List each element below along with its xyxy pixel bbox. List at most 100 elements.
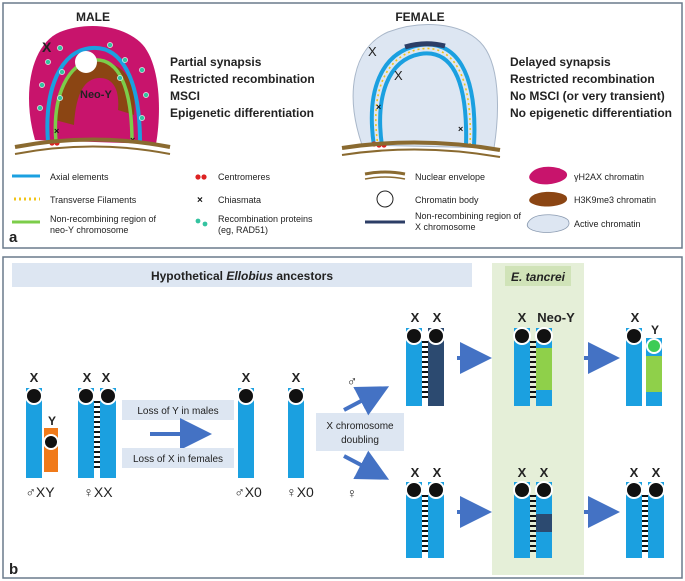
svg-text:×: × [376,102,381,112]
male-nucleus: × × X Neo-Y [14,26,171,155]
male-features: Partial synapsis Restricted recombinatio… [170,55,315,120]
neo-y-label: Neo-Y [537,310,575,325]
chromosome [78,388,94,478]
chrom-x-label: X [411,465,420,480]
h3k9me3-region [55,62,135,125]
legend: Axial elements Transverse Filaments Non-… [12,166,656,235]
chromosome [288,388,304,478]
ancestors-header-box [12,263,472,287]
centromere [625,327,643,345]
chromosome-segment [536,514,552,532]
legend-h3k9me3-label: H3K9me3 chromatin [574,195,656,205]
legend-active-label: Active chromatin [574,219,641,229]
chrom-x-label: X [433,465,442,480]
centromere [99,387,117,405]
chromosome [238,388,254,478]
doubling-label: X chromosome [326,421,394,432]
legend-nonrec-x-label: X chromosome [415,222,476,232]
centromere [646,338,662,354]
karyotype-male-x0: ♂X0 [234,484,262,500]
legend-h3k9me3-swatch [529,191,568,207]
loss-x-box [122,448,234,468]
legend-gh2ax-swatch [529,166,568,185]
loss-x-label: Loss of X in females [133,454,223,465]
legend-chiasmata-label: Chiasmata [218,195,261,205]
chrom-x-label: X [652,465,661,480]
nonrec-x-region [404,41,446,50]
legend-rad51-label: Recombination proteins [218,214,313,224]
chrom-x-label: X [292,370,301,385]
doubling-box [316,413,404,451]
species-title: E. tancrei [511,270,566,284]
chrom-x-label: X [631,310,640,325]
legend-chromatin-body-label: Chromatin body [415,195,479,205]
chromosome [648,482,664,558]
legend-gh2ax-label: γH2AX chromatin [574,172,644,182]
male-symbol: ♂ [347,373,358,389]
chrom-x-label: X [540,465,549,480]
legend-neo-y-label: neo-Y chromosome [50,225,128,235]
legend-nonrec-x-label: Non-recombining region of [415,211,522,221]
centromere [427,327,445,345]
male-neo-y-label: Neo-Y [80,89,112,101]
svg-text:×: × [458,124,463,134]
centromere [287,387,305,405]
panel-a-label: a [9,229,18,246]
chrom-x-label: X [518,310,527,325]
legend-chromatin-body-swatch [376,190,394,208]
female-x-label: X [394,68,403,83]
legend-axial-label: Axial elements [50,172,109,182]
centromere [535,481,553,499]
species-header-box [505,266,571,286]
male-x-label: X [42,39,52,55]
chromosome [626,328,642,406]
legend-envelope-label: Nuclear envelope [415,172,485,182]
female-feature: Delayed synapsis [510,55,611,69]
legend-filament-label: Transverse Filaments [50,195,137,205]
legend-chiasmata-swatch: × [197,195,203,206]
chrom-x-label: X [411,310,420,325]
chromosome-segment [536,348,552,390]
male-feature: MSCI [170,89,200,103]
chrom-x-label: X [242,370,251,385]
legend-active-swatch [526,214,570,233]
female-feature: No epigenetic differentiation [510,106,672,120]
chromatin-body-male [75,51,97,73]
centromere [535,327,553,345]
centromere [25,387,43,405]
chrom-x-label: X [102,370,111,385]
karyotype-male-xy: ♂XY [25,484,55,500]
chromosome [406,328,422,406]
chromosome [514,482,530,558]
chrom-x-label: X [630,465,639,480]
centromere [405,327,423,345]
male-feature: Partial synapsis [170,55,262,69]
centromere [625,481,643,499]
female-symbol: ♀ [347,485,358,501]
doubling-arrow-down [343,450,390,480]
loss-y-label: Loss of Y in males [137,406,218,417]
centromere [405,481,423,499]
chromosome [626,482,642,558]
legend-rad51-swatch [195,218,201,224]
chrom-x-label: X [30,370,39,385]
chromosome [428,482,444,558]
chrom-x-label: X [518,465,527,480]
doubling-arrow-up [343,386,390,416]
chromosome [428,328,444,406]
panel-a-frame [2,2,683,249]
centromere [43,434,59,450]
chrom-x-label: X [83,370,92,385]
chromosome [406,482,422,558]
chromosome [26,388,42,478]
centromere [427,481,445,499]
female-x-label: X [368,44,377,59]
panel-b-label: b [9,561,18,578]
karyotype-female-x0: ♀X0 [286,484,314,500]
panel-b-frame [2,256,683,579]
legend-neo-y-label: Non-recombining region of [50,214,157,224]
chrom-x-label: X [433,310,442,325]
centromere [77,387,95,405]
legend-centromere-swatch [195,174,201,180]
female-feature: Restricted recombination [510,72,655,86]
